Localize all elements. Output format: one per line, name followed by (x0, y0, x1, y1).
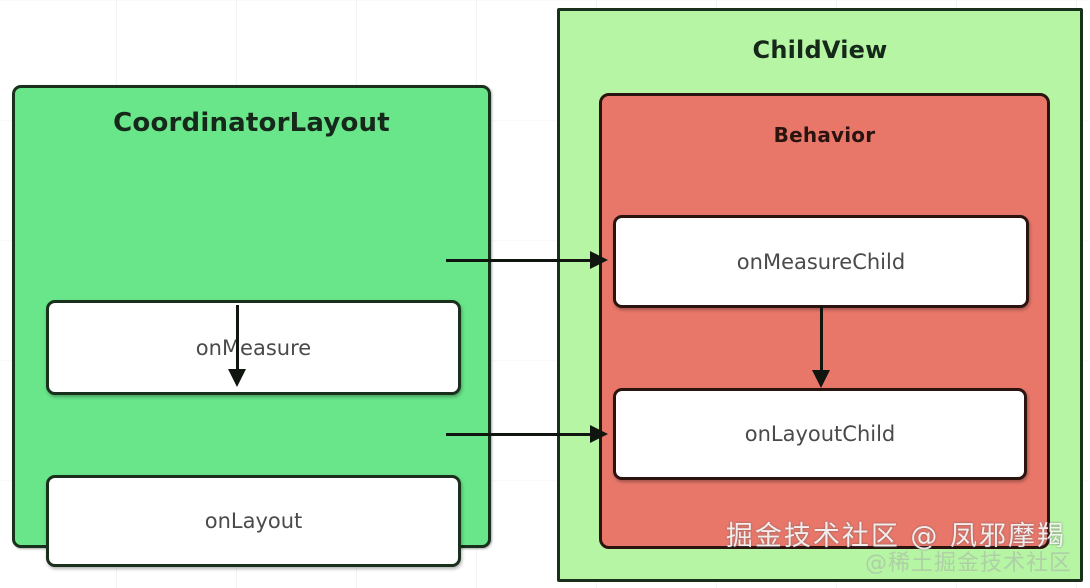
behavior-container: Behavior (599, 93, 1050, 549)
behavior-title: Behavior (773, 123, 876, 147)
arrow-on-measure-to-on-layout-line (236, 305, 239, 371)
arrow-on-layout-to-on-layout-child-line (446, 433, 592, 436)
arrow-on-measure-child-to-on-layout-child-head-icon (812, 370, 830, 388)
coordinator-layout-container: CoordinatorLayout onMeasure onLayout (12, 85, 491, 567)
arrow-on-measure-to-on-layout-head-icon (228, 369, 246, 387)
method-box-on-measure[interactable]: onMeasure (46, 300, 461, 395)
method-box-on-measure-child[interactable]: onMeasureChild (613, 215, 1029, 308)
coordinator-layout-title: CoordinatorLayout (113, 108, 390, 138)
watermark-primary: 掘金技术社区 @ 凤邪摩羯 (725, 521, 1066, 552)
method-box-on-layout-child[interactable]: onLayoutChild (613, 388, 1027, 480)
arrow-on-measure-to-on-measure-child-head-icon (590, 251, 608, 269)
method-box-on-layout[interactable]: onLayout (46, 475, 461, 567)
watermark-secondary: @稀土掘金技术社区 (864, 551, 1072, 576)
arrow-on-measure-to-on-measure-child-line (446, 259, 592, 262)
arrow-on-layout-to-on-layout-child-head-icon (590, 425, 608, 443)
child-view-title: ChildView (752, 36, 888, 64)
arrow-on-measure-child-to-on-layout-child-line (820, 306, 823, 372)
